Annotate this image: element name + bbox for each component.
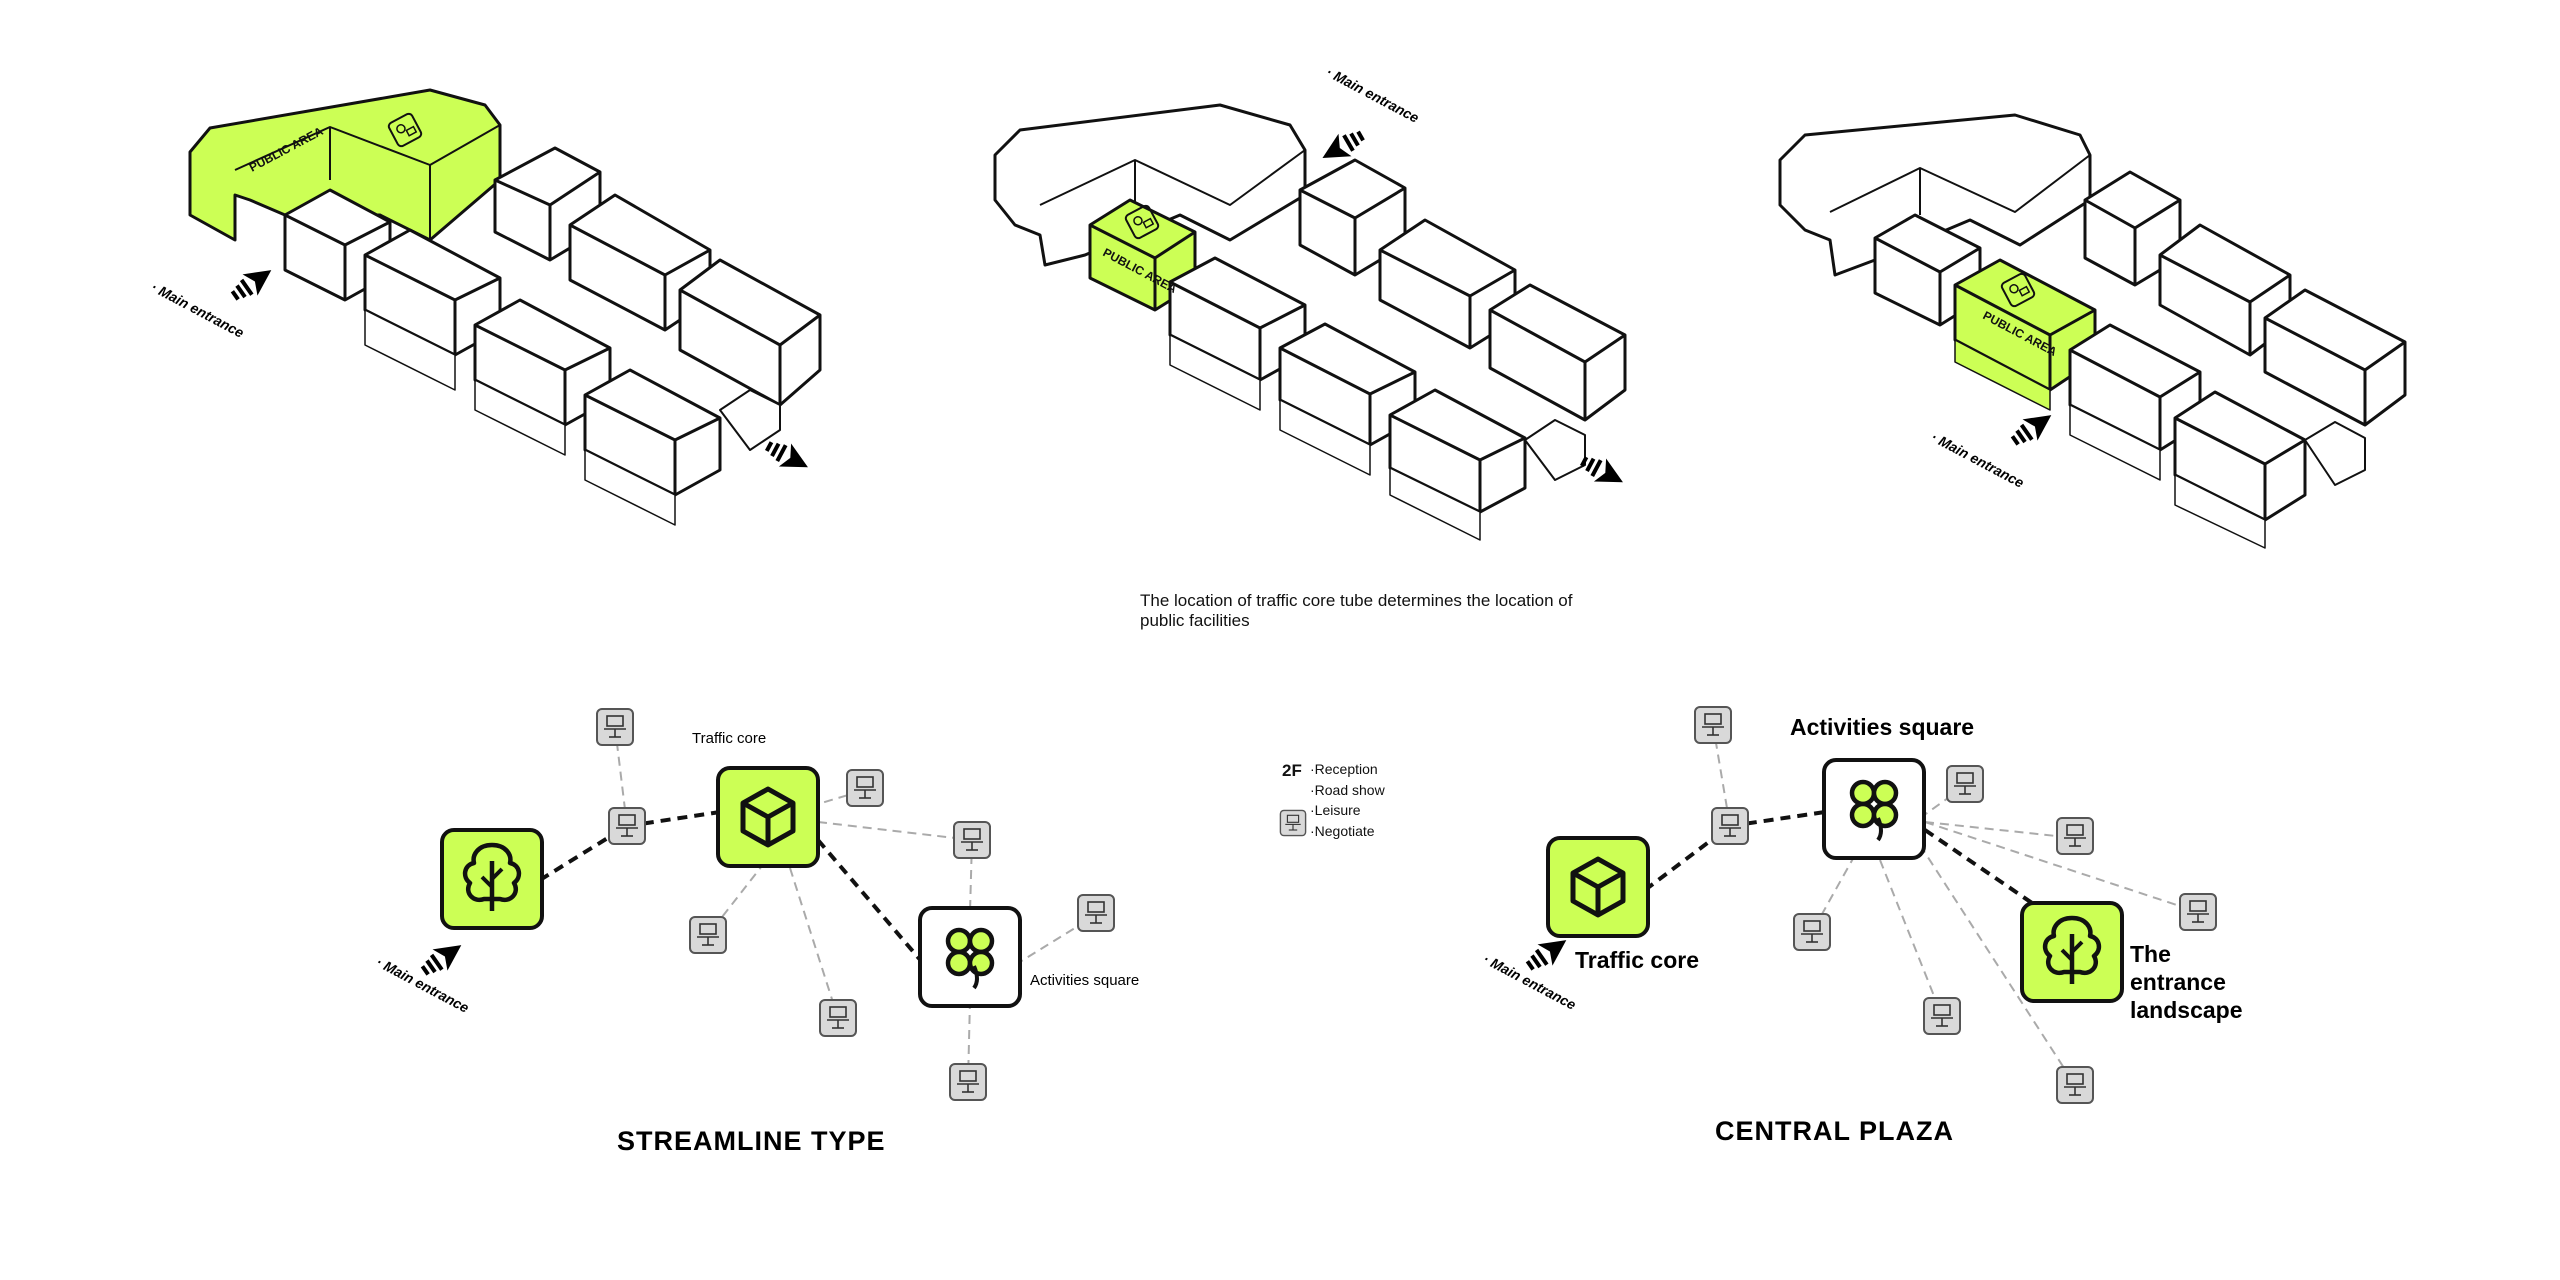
- legend-item: ·Road show: [1310, 782, 1386, 798]
- desk-icon: [1694, 706, 1732, 744]
- legend-desk-icon: [1279, 809, 1307, 837]
- desk-icon: [596, 708, 634, 746]
- central-traffic-core-label: Traffic core: [1575, 947, 1699, 973]
- central-main-entrance-label: · Main entrance: [1481, 951, 1579, 1013]
- caption-line-2: public facilities: [1140, 611, 1250, 630]
- node-activities-square-central: [1822, 758, 1926, 860]
- massing-model-2: [993, 103, 1627, 541]
- desk-icon: [1077, 894, 1115, 932]
- public-area-pictogram-3: [2000, 272, 2036, 308]
- central-entrance-landscape-label: landscape: [2130, 997, 2243, 1023]
- caption-line-1: The location of traffic core tube determ…: [1140, 591, 1573, 610]
- massing-model-1: [188, 88, 822, 526]
- central-entrance-landscape-label: entrance: [2130, 969, 2226, 995]
- public-area-block: [188, 88, 502, 242]
- streamline-title: STREAMLINE TYPE: [617, 1126, 886, 1156]
- node-activities-square-streamline: [918, 906, 1022, 1008]
- exit-arrow-1: [761, 434, 815, 479]
- desk-icon: [819, 999, 857, 1037]
- desk-icon: [1793, 913, 1831, 951]
- desk-icon: [2056, 817, 2094, 855]
- legend-item: ·Reception: [1310, 761, 1378, 777]
- central-entrance-landscape-label: The: [2130, 941, 2171, 967]
- node-traffic-core-central: [1546, 836, 1650, 938]
- desk-icon: [1946, 765, 1984, 803]
- streamline-main-entrance-label: · Main entrance: [374, 954, 472, 1016]
- streamline-activities-square-label: Activities square: [1030, 972, 1139, 989]
- entrance-arrow-streamline: [416, 934, 469, 983]
- legend-floor: 2F: [1282, 761, 1302, 780]
- main-entrance-label-2: · Main entrance: [1324, 64, 1422, 126]
- legend-item: ·Negotiate: [1310, 823, 1375, 839]
- node-traffic-core-streamline: [716, 766, 820, 868]
- desk-icon: [608, 807, 646, 845]
- desk-icon: [689, 916, 727, 954]
- node-entrance-landscape-central: [2020, 901, 2124, 1003]
- public-area-pictogram-2: [1124, 204, 1160, 240]
- streamline-traffic-core-label: Traffic core: [692, 730, 766, 747]
- entrance-arrow-1: [226, 259, 279, 308]
- desk-icon: [953, 821, 991, 859]
- central-plaza-title: CENTRAL PLAZA: [1715, 1116, 1954, 1146]
- central-activities-square-label: Activities square: [1790, 714, 1974, 740]
- desk-icon: [2179, 893, 2217, 931]
- main-entrance-label-1: · Main entrance: [149, 279, 247, 341]
- massing-model-3: [1778, 113, 2407, 549]
- desk-icon: [1923, 997, 1961, 1035]
- desk-icon: [846, 769, 884, 807]
- entrance-arrow-3: [2006, 404, 2059, 453]
- node-tree-streamline: [440, 828, 544, 930]
- desk-icon: [2056, 1066, 2094, 1104]
- desk-icon: [1711, 807, 1749, 845]
- public-area-pictogram-1: [387, 112, 423, 148]
- legend-item: ·Leisure: [1310, 802, 1361, 818]
- desk-icon: [949, 1063, 987, 1101]
